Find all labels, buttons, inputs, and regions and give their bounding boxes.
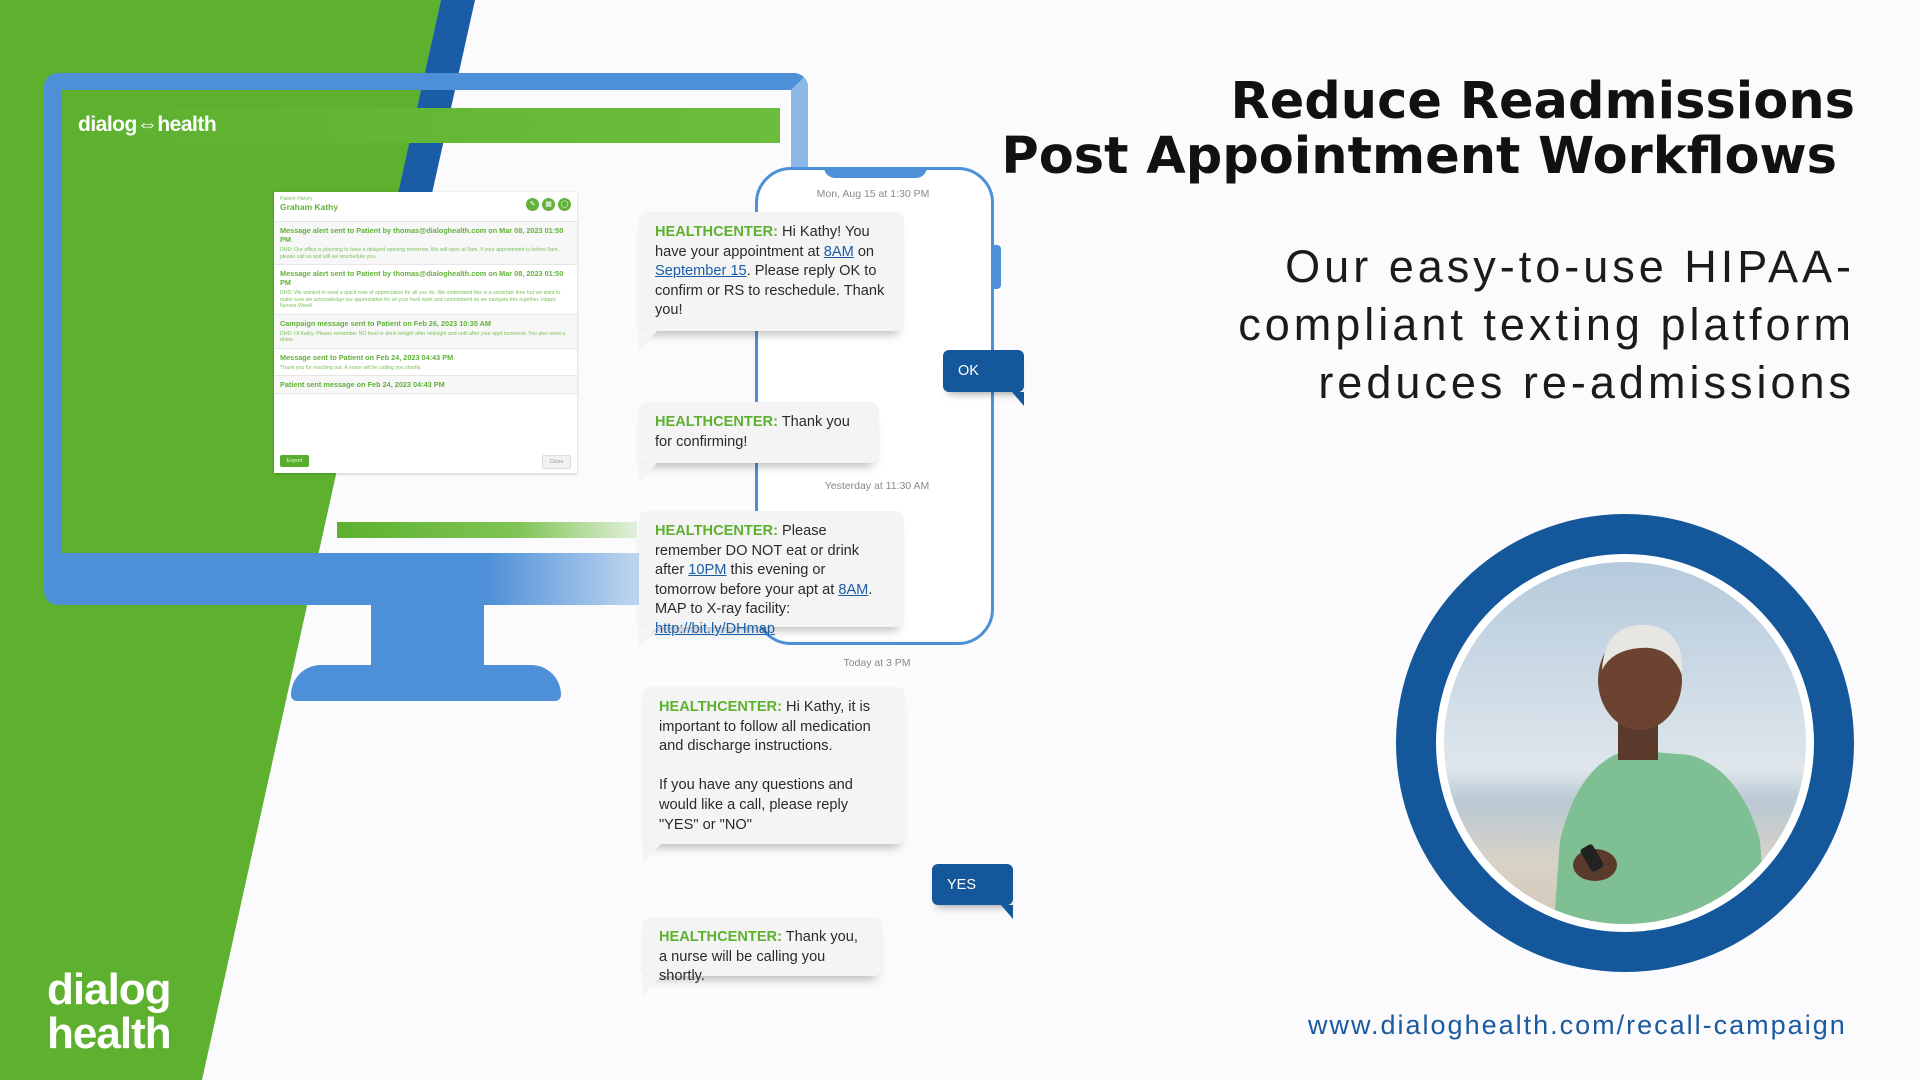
history-entry-body: DHD: Our office is planning to have a de… xyxy=(280,247,559,260)
logo-line-1: dialog xyxy=(47,965,172,1014)
history-entry[interactable]: Patient sent message on Feb 24, 2023 04:… xyxy=(274,376,577,394)
patient-history-panel: Patient History Graham Kathy ✎ ▦ ◯ Messa… xyxy=(274,192,577,473)
headline-line-1: Reduce Readmissions xyxy=(1230,72,1855,131)
history-entry-title: Patient sent message on Feb 24, 2023 04:… xyxy=(280,380,445,389)
subheadline-line-2: compliant texting platform xyxy=(1238,299,1855,350)
export-button[interactable]: Export xyxy=(280,455,309,467)
close-button[interactable]: Close xyxy=(542,455,571,469)
message-link[interactable]: September 15 xyxy=(655,263,747,280)
patient-photo xyxy=(1396,514,1854,972)
phone-notch xyxy=(824,167,927,178)
message-link[interactable]: 8AM xyxy=(823,243,854,260)
history-entry-title: Message alert sent to Patient by thomas@… xyxy=(280,226,564,244)
phone-in-hand xyxy=(1580,844,1604,872)
man-head xyxy=(1598,630,1682,730)
history-entry[interactable]: Message sent to Patient on Feb 24, 2023 … xyxy=(274,349,577,376)
message-bubble: HEALTHCENTER: Hi Kathy! You have your ap… xyxy=(639,212,904,351)
history-list[interactable]: Message alert sent to Patient by thomas@… xyxy=(274,222,577,394)
dialog-health-logo: dialog health xyxy=(47,965,172,1058)
reply-bubble-ok: OK xyxy=(943,350,1024,406)
sender-label: HEALTHCENTER: xyxy=(659,699,782,715)
screen-bottom-bar xyxy=(337,522,637,538)
subheadline-line-1: Our easy-to-use HIPAA- xyxy=(1285,241,1855,292)
message-text: on xyxy=(853,243,875,260)
patient-name: Graham Kathy xyxy=(280,202,339,212)
panel-subtitle: Patient History xyxy=(280,196,313,202)
message-text: . MAP to X-ray facility: xyxy=(655,581,873,618)
calendar-icon[interactable]: ▦ xyxy=(542,198,555,211)
screen-logo: dialog⇔health xyxy=(78,113,217,136)
message-bubble: HEALTHCENTER: Thank you, a nurse will be… xyxy=(643,917,882,996)
sender-label: HEALTHCENTER: xyxy=(655,523,778,539)
history-entry-body: Thank you for reaching out. A nurse will… xyxy=(280,364,422,371)
reply-bubble-yes: YES xyxy=(932,864,1013,919)
history-entry[interactable]: Campaign message sent to Patient on Feb … xyxy=(274,314,577,349)
message-link[interactable]: http://bit.ly/DHmap xyxy=(655,620,776,637)
sender-label: HEALTHCENTER: xyxy=(659,929,782,945)
edit-icon[interactable]: ✎ xyxy=(526,198,539,211)
message-text: Thank you, a nurse will be calling you s… xyxy=(659,929,858,985)
history-entry[interactable]: Message alert sent to Patient by thomas@… xyxy=(274,222,577,265)
subheadline-line-3: reduces re-admissions xyxy=(1318,357,1855,408)
phone-side-button xyxy=(994,245,1001,289)
timestamp: Yesterday at 11:30 AM xyxy=(824,480,930,492)
message-bubble: HEALTHCENTER: Please remember DO NOT eat… xyxy=(639,511,904,647)
monitor-stand-neck xyxy=(371,605,484,668)
message-text: Please remember DO NOT eat or drink afte… xyxy=(655,523,860,579)
man-hair xyxy=(1602,624,1683,675)
sender-label: HEALTHCENTER: xyxy=(655,224,778,240)
message-text: this evening or tomorrow before your apt… xyxy=(655,562,839,598)
history-entry-body: DHD: We wanted to send a quick note of a… xyxy=(280,290,561,309)
screen-header-bar xyxy=(76,108,780,143)
timestamp: Mon, Aug 15 at 1:30 PM xyxy=(816,188,930,200)
history-entry-title: Message alert sent to Patient by thomas@… xyxy=(280,269,564,287)
message-text: Hi Kathy, it is important to follow all … xyxy=(659,699,871,833)
message-link[interactable]: 10PM xyxy=(688,562,727,579)
timestamp: Today at 3 PM xyxy=(843,657,911,669)
message-link[interactable]: 8AM xyxy=(838,581,869,598)
subheadline: Our easy-to-use HIPAA- compliant texting… xyxy=(1238,238,1855,412)
message-text: . Please reply OK to confirm or RS to re… xyxy=(655,263,885,319)
website-link[interactable]: www.dialoghealth.com/recall-campaign xyxy=(1308,1010,1847,1040)
history-entry-body: DHD: Hi Kathy. Please remember NO food o… xyxy=(280,330,566,344)
message-bubble: HEALTHCENTER: Thank you for confirming! xyxy=(639,402,879,483)
message-text: Hi Kathy! You have your appointment at xyxy=(655,224,870,260)
sender-label: HEALTHCENTER: xyxy=(655,414,778,430)
chat-icon[interactable]: ◯ xyxy=(558,198,571,211)
panel-header: Patient History Graham Kathy ✎ ▦ ◯ xyxy=(274,192,577,222)
logo-line-2: health xyxy=(47,1009,172,1058)
headline-line-2: Post Appointment Workflows xyxy=(1001,127,1837,186)
history-entry[interactable]: Message alert sent to Patient by thomas@… xyxy=(274,265,577,315)
history-entry-title: Campaign message sent to Patient on Feb … xyxy=(280,318,492,328)
message-text: Thank you for confirming! xyxy=(655,414,850,450)
history-entry-title: Message sent to Patient on Feb 24, 2023 … xyxy=(280,352,454,362)
message-bubble: HEALTHCENTER: Hi Kathy, it is important … xyxy=(643,687,905,864)
monitor-stand-base xyxy=(291,665,561,701)
